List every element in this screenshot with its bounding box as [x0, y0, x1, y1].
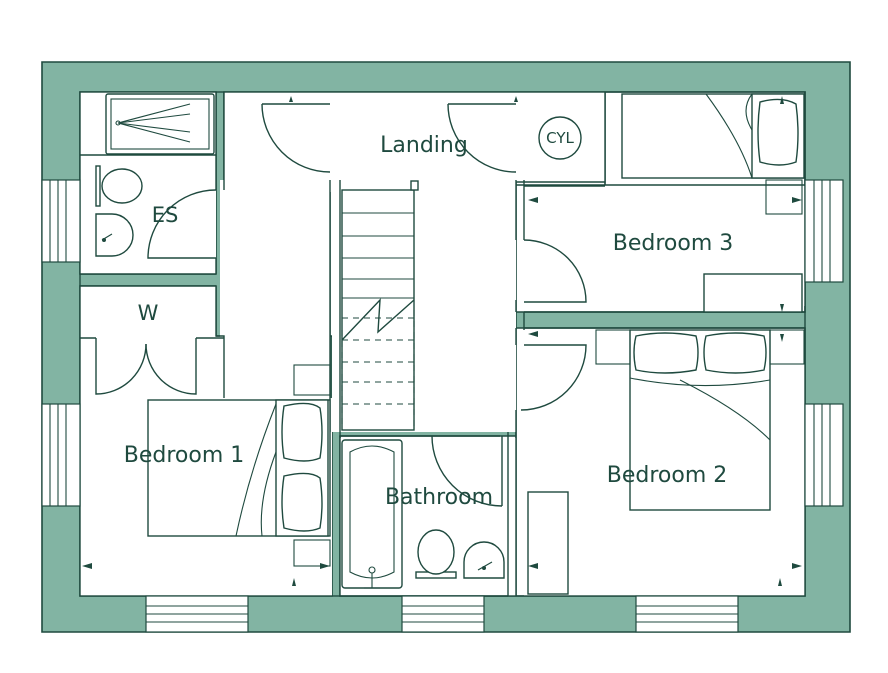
window-bath-bottom	[401, 595, 485, 633]
es-basin	[95, 213, 134, 257]
bed3-desk	[703, 273, 803, 313]
room-label-wardrobe: W	[138, 301, 159, 325]
bed3-single-bed	[621, 93, 805, 215]
bathtub	[341, 439, 403, 589]
shower-tray	[105, 93, 215, 155]
room-label-bathroom: Bathroom	[385, 485, 493, 510]
room-label-bedroom-3: Bedroom 3	[613, 231, 734, 256]
window-bed1-bottom	[145, 595, 249, 633]
room-label-ensuite: ES	[152, 203, 179, 227]
dimension-markers	[82, 96, 802, 586]
bed2-double-bed	[595, 329, 805, 511]
window-bed3-right	[804, 179, 844, 283]
bath-basin	[463, 541, 505, 579]
window-bed2-bottom	[635, 595, 739, 633]
room-label-bedroom-1: Bedroom 1	[124, 443, 245, 468]
doors	[95, 103, 587, 507]
windows	[41, 179, 844, 633]
cylinder-label: CYL	[546, 129, 574, 147]
staircase	[341, 180, 419, 431]
bed2-wardrobe	[527, 491, 569, 595]
hot-water-cylinder: CYL	[538, 116, 582, 160]
bed1-double-bed	[147, 364, 331, 567]
room-label-landing: Landing	[380, 133, 468, 158]
window-bed2-right	[804, 403, 844, 507]
window-es-left	[41, 179, 81, 263]
bath-toilet	[415, 529, 457, 579]
es-toilet	[95, 165, 143, 207]
window-bed1-left	[41, 403, 81, 507]
room-label-bedroom-2: Bedroom 2	[607, 463, 728, 488]
